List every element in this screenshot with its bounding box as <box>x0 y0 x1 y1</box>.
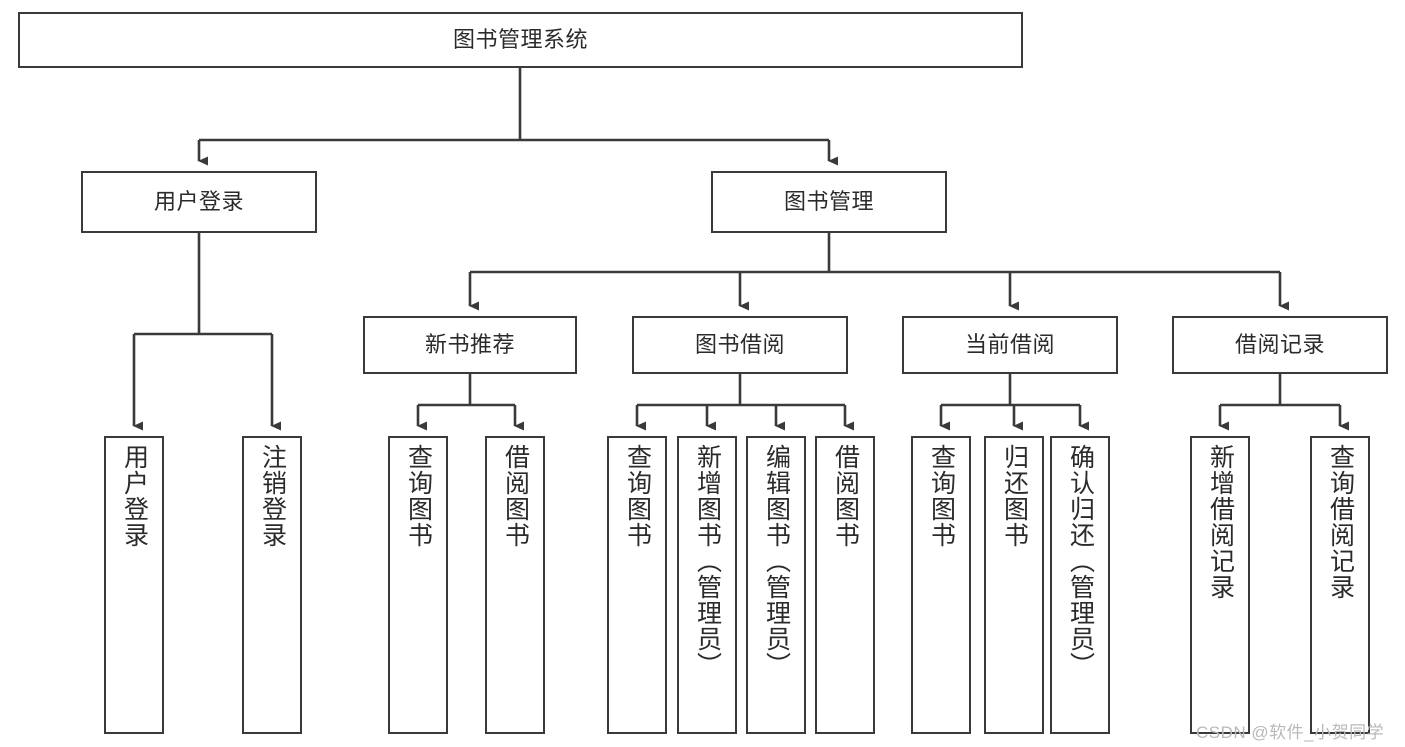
node-label: 查询图书 <box>927 444 956 548</box>
csdn-watermark: CSDN @软件_小贺同学 <box>1196 723 1385 742</box>
leaf-query-book-recommend[interactable]: 查询图书 <box>388 436 448 734</box>
node-user-login[interactable]: 用户登录 <box>81 171 317 233</box>
leaf-return-book[interactable]: 归还图书 <box>984 436 1044 734</box>
leaf-confirm-return-admin[interactable]: 确认归还（管理员） <box>1050 436 1110 734</box>
node-current-borrow[interactable]: 当前借阅 <box>902 316 1118 374</box>
node-label: 新增图书（管理员） <box>693 444 722 678</box>
leaf-borrow-book[interactable]: 借阅图书 <box>815 436 875 734</box>
node-label: 查询图书 <box>623 444 652 548</box>
leaf-user-logout[interactable]: 注销登录 <box>242 436 302 734</box>
node-label: 新增借阅记录 <box>1206 444 1235 600</box>
node-label: 注销登录 <box>258 444 287 548</box>
node-root-system[interactable]: 图书管理系统 <box>18 12 1023 68</box>
node-label: 归还图书 <box>1000 444 1029 548</box>
node-book-borrow[interactable]: 图书借阅 <box>632 316 848 374</box>
node-label: 查询借阅记录 <box>1326 444 1355 600</box>
leaf-add-book-admin[interactable]: 新增图书（管理员） <box>677 436 737 734</box>
leaf-query-book-current[interactable]: 查询图书 <box>911 436 971 734</box>
node-label: 用户登录 <box>153 189 244 215</box>
leaf-edit-book-admin[interactable]: 编辑图书（管理员） <box>746 436 806 734</box>
node-label: 查询图书 <box>404 444 433 548</box>
node-label: 图书借阅 <box>694 332 785 358</box>
leaf-borrow-book-recommend[interactable]: 借阅图书 <box>485 436 545 734</box>
node-label: 借阅图书 <box>831 444 860 548</box>
node-label: 用户登录 <box>120 444 149 548</box>
node-borrow-record[interactable]: 借阅记录 <box>1172 316 1388 374</box>
node-label: 新书推荐 <box>424 332 515 358</box>
node-label: 借阅图书 <box>501 444 530 548</box>
leaf-add-borrow-record[interactable]: 新增借阅记录 <box>1190 436 1250 734</box>
node-label: 图书管理 <box>783 189 874 215</box>
leaf-query-borrow-record[interactable]: 查询借阅记录 <box>1310 436 1370 734</box>
node-label: 当前借阅 <box>964 332 1055 358</box>
node-book-manage[interactable]: 图书管理 <box>711 171 947 233</box>
leaf-user-login[interactable]: 用户登录 <box>104 436 164 734</box>
node-label: 借阅记录 <box>1234 332 1325 358</box>
node-label: 图书管理系统 <box>452 27 588 53</box>
node-label: 编辑图书（管理员） <box>762 444 791 678</box>
node-new-book-recommend[interactable]: 新书推荐 <box>363 316 577 374</box>
node-label: 确认归还（管理员） <box>1066 444 1095 678</box>
leaf-query-book-borrow[interactable]: 查询图书 <box>607 436 667 734</box>
